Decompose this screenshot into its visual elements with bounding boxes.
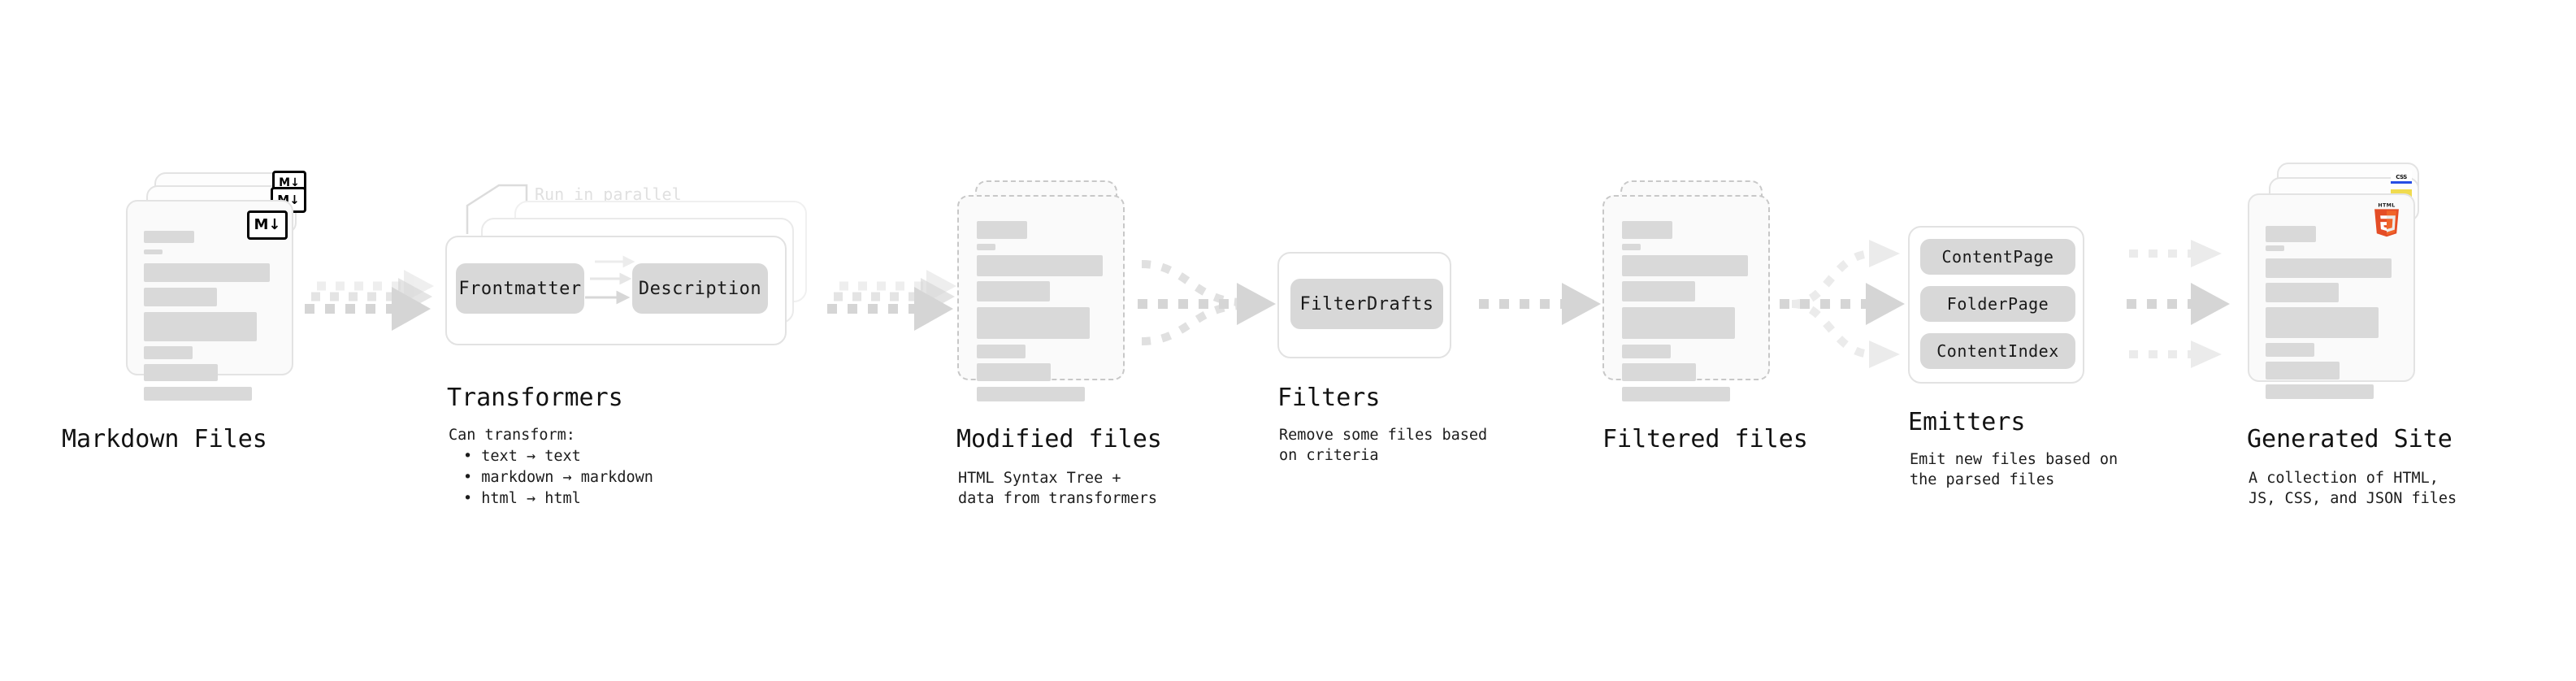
stage-title-markdown-files: Markdown Files	[62, 425, 267, 453]
arrow-modified-to-filters	[1138, 260, 1276, 345]
stage-title-emitters: Emitters	[1908, 408, 2026, 436]
filters-card: FilterDrafts	[1277, 252, 1451, 358]
chip-description[interactable]: Description	[632, 263, 768, 314]
chip-contentindex[interactable]: ContentIndex	[1920, 333, 2075, 369]
css-icon-label: CSS	[2396, 174, 2407, 180]
site-card-front: HTML	[2248, 193, 2415, 399]
skeleton-bar	[2266, 384, 2374, 399]
stage-subtitle-generated-site: A collection of HTML, JS, CSS, and JSON …	[2249, 470, 2457, 507]
skeleton-bar	[2266, 258, 2392, 278]
emitters-card: ContentPage FolderPage ContentIndex	[1908, 226, 2084, 384]
transformer-bullet-0: • text → text	[463, 448, 581, 465]
stage-subtitle-modified-files: HTML Syntax Tree + data from transformer…	[958, 470, 1158, 507]
transformer-bullet-label: html → html	[481, 490, 581, 507]
stage-subtitle-transformers: Can transform:	[449, 427, 575, 444]
chip-filterdrafts[interactable]: FilterDrafts	[1290, 279, 1443, 329]
skeleton-bar	[1622, 244, 1641, 250]
skeleton-bar	[144, 249, 163, 254]
skeleton-bar	[2266, 362, 2340, 380]
arrow-filtered-to-emitters	[1780, 240, 1905, 368]
arrow-filters-to-filtered	[1479, 283, 1601, 325]
stage-title-transformers: Transformers	[447, 384, 623, 412]
stage-title-filters: Filters	[1277, 384, 1381, 412]
skeleton-bar	[977, 345, 1026, 358]
skeleton-bar	[2266, 283, 2339, 302]
skeleton-bar	[2266, 226, 2316, 242]
skeleton-bar	[2266, 307, 2379, 338]
skeleton-bar	[977, 221, 1027, 239]
chip-frontmatter[interactable]: Frontmatter	[456, 263, 584, 314]
chip-contentpage[interactable]: ContentPage	[1920, 239, 2075, 275]
stage-subtitle-filters: Remove some files based on criteria	[1279, 427, 1488, 464]
skeleton-bar	[977, 281, 1050, 301]
skeleton-bar	[144, 288, 217, 306]
skeleton-bar	[977, 244, 995, 250]
transformer-inner-arrows	[585, 255, 635, 305]
transformer-bullet-2: • html → html	[463, 490, 581, 507]
chip-folderpage[interactable]: FolderPage	[1920, 286, 2075, 322]
skeleton-bar	[977, 387, 1085, 401]
skeleton-bar	[977, 363, 1051, 381]
stage-title-generated-site: Generated Site	[2247, 425, 2452, 453]
markdown-card-front: M↓	[126, 200, 293, 401]
skeleton-bar	[1622, 221, 1672, 239]
html5-icon: HTML	[2374, 202, 2399, 237]
skeleton-bar	[144, 263, 270, 282]
stage-title-filtered-files: Filtered files	[1602, 425, 1808, 453]
transformer-bullet-label: markdown → markdown	[481, 469, 653, 486]
skeleton-bar	[977, 255, 1103, 276]
arrow-markdown-to-transformers	[305, 270, 434, 331]
transformer-card-front: Frontmatter Description	[445, 236, 787, 345]
arrow-transformers-to-modified	[827, 270, 956, 331]
skeleton-bar	[144, 312, 257, 341]
skeleton-bar	[144, 346, 193, 359]
arrow-emitters-to-site	[2127, 240, 2230, 368]
skeleton-bar	[2266, 343, 2314, 357]
modified-card-front	[957, 195, 1125, 401]
stage-subtitle-emitters: Emit new files based on the parsed files	[1910, 451, 2118, 488]
transformer-bullet-label: text → text	[481, 448, 581, 465]
skeleton-bar	[1622, 363, 1696, 381]
stage-title-modified-files: Modified files	[956, 425, 1162, 453]
skeleton-bar	[2266, 245, 2284, 251]
skeleton-bar	[1622, 281, 1695, 301]
css-icon: CSS	[2391, 171, 2412, 184]
skeleton-bar	[144, 364, 218, 381]
skeleton-bar	[144, 231, 194, 243]
css-icon-underline	[2391, 181, 2412, 184]
skeleton-bar	[977, 307, 1090, 339]
skeleton-bar	[144, 387, 252, 401]
skeleton-bar	[1622, 255, 1748, 276]
skeleton-bar	[1622, 307, 1735, 339]
skeleton-bar	[1622, 345, 1671, 358]
filtered-card-front	[1602, 195, 1770, 401]
transformer-bullet-1: • markdown → markdown	[463, 469, 653, 486]
markdown-icon: M↓	[247, 210, 288, 240]
skeleton-bar	[1622, 387, 1730, 401]
svg-text:HTML: HTML	[2378, 202, 2395, 208]
